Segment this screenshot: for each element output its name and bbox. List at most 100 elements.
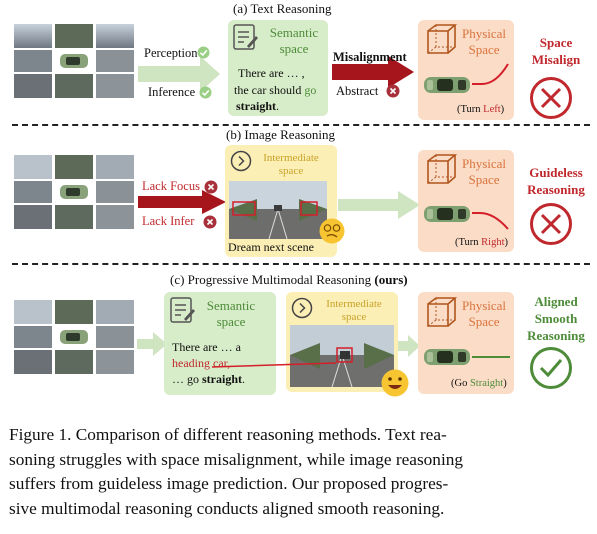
cube-icon <box>422 153 458 192</box>
turn-label-a-direction: Left <box>483 104 501 115</box>
semantic-title-c-line-2: space <box>216 314 246 329</box>
semantic-text-c1: There are … a <box>172 340 241 354</box>
verdict-a-line-2: Misalign <box>531 52 581 67</box>
turn-right-trajectory <box>472 212 509 230</box>
physical-title-b: Physical Space <box>456 156 512 188</box>
semantic-text-c3-bold: straight <box>202 372 242 386</box>
semantic-text-a1: There are … , <box>238 66 305 80</box>
row-c-title-text: (c) Progressive Multimodal Reasoning <box>170 272 375 287</box>
camera-grid-image <box>14 24 134 98</box>
caption-line-3: suffers from guideless image prediction.… <box>9 474 449 493</box>
car-icon <box>423 346 473 373</box>
lack-focus-label: Lack Focus <box>142 179 200 193</box>
semantic-text-c3-period: . <box>242 372 245 386</box>
physical-title-b-line-1: Physical <box>461 156 507 171</box>
flow-arrow-c2 <box>398 335 420 357</box>
semantic-space-panel-c <box>164 292 276 395</box>
check-icon <box>199 86 212 104</box>
turn-label-b-direction: Right <box>481 237 505 248</box>
turn-label-b: (Turn Right) <box>455 237 509 249</box>
semantic-title: Semantic space <box>262 25 326 57</box>
divider-1 <box>12 124 590 126</box>
flow-arrow-a1 <box>138 56 220 92</box>
turn-label-a-prefix: (Turn <box>457 104 484 115</box>
cross-icon <box>204 180 218 199</box>
document-edit-icon <box>170 297 196 330</box>
physical-space-panel-b <box>418 150 514 252</box>
camera-grid-a <box>14 24 134 98</box>
intermediate-title-b-line-1: Intermediate <box>263 152 319 164</box>
check-icon <box>197 46 210 64</box>
verdict-c-line-2: Smooth <box>534 311 578 326</box>
turn-label-a-suffix: ) <box>500 104 505 115</box>
cross-icon <box>203 215 217 234</box>
semantic-title-c-line-1: Semantic <box>206 298 256 313</box>
verdict-b-line-1: Guideless <box>529 165 583 180</box>
turn-left-trajectory <box>472 63 509 85</box>
cube-icon <box>422 296 458 335</box>
physical-title-c: Physical Space <box>456 298 512 330</box>
semantic-text-a3-bold: straight <box>236 99 276 113</box>
check-circle-icon <box>529 346 573 395</box>
intermediate-title-c: Intermediate space <box>316 298 392 324</box>
physical-space-panel-c <box>418 292 514 394</box>
caption-line-4: sive multimodal reasoning conducts align… <box>9 498 445 518</box>
semantic-text-c2: heading car, <box>172 356 231 370</box>
abstract-label: Abstract <box>336 84 379 98</box>
verdict-c-line-3: Reasoning <box>527 328 585 343</box>
lack-infer-label: Lack Infer <box>142 214 195 228</box>
physical-title-a-line-1: Physical <box>461 26 507 41</box>
verdict-a: Space Misalign <box>518 34 594 68</box>
row-b-title: (b) Image Reasoning <box>226 127 336 142</box>
semantic-title-line-2: space <box>279 41 309 56</box>
semantic-text-a2: the car should go <box>234 84 316 96</box>
row-c-title-ours: (ours) <box>374 272 408 287</box>
cross-icon <box>386 84 400 103</box>
physical-title-a: Physical Space <box>456 26 512 58</box>
flow-arrow-b <box>338 191 420 219</box>
verdict-a-line-1: Space <box>539 35 573 50</box>
semantic-text-c3: … go straight. <box>172 373 245 385</box>
intermediate-scene-image <box>290 325 394 388</box>
intermediate-title-c-line-2: space <box>341 311 367 323</box>
semantic-space-panel-a <box>228 20 328 116</box>
semantic-text-a3: straight. <box>236 100 279 112</box>
car-icon <box>423 203 473 230</box>
physical-title-c-line-1: Physical <box>461 298 507 313</box>
misalignment-label: Misalignment <box>333 50 407 64</box>
semantic-text-a2-plain: the car should <box>234 83 305 97</box>
go-label-direction: Straight <box>469 378 504 389</box>
cross-circle-icon <box>529 202 573 251</box>
divider-2 <box>12 263 590 265</box>
physical-title-b-line-2: Space <box>468 172 500 187</box>
verdict-c-line-1: Aligned <box>534 294 578 309</box>
turn-label-b-prefix: (Turn <box>455 237 482 248</box>
physical-title-c-line-2: Space <box>468 314 500 329</box>
flow-arrow-c1 <box>137 332 167 356</box>
inference-label: Inference <box>148 85 196 99</box>
camera-grid-b <box>14 155 134 229</box>
semantic-text-a2-go: go <box>304 83 317 97</box>
go-straight-label: (Go Straight) <box>451 378 507 390</box>
verdict-c: Aligned Smooth Reasoning <box>516 293 596 344</box>
intermediate-title-b-line-2: space <box>278 165 304 177</box>
figure-caption: Figure 1. Comparison of different reason… <box>9 423 589 521</box>
turn-label-b-suffix: ) <box>504 237 509 248</box>
semantic-text-a3-period: . <box>276 99 279 113</box>
camera-grid-image <box>14 300 134 374</box>
cross-circle-icon <box>529 76 573 125</box>
chevron-circle-icon <box>291 297 313 324</box>
camera-grid-c <box>14 300 134 374</box>
verdict-b-line-2: Reasoning <box>527 182 585 197</box>
turn-label-a: (Turn Left) <box>457 104 505 116</box>
physical-space-panel-a <box>418 20 514 120</box>
intermediate-title-c-line-1: Intermediate <box>326 298 382 310</box>
red-pointer-line <box>210 357 338 375</box>
cube-icon <box>422 23 458 62</box>
dizzy-face-icon <box>318 217 346 250</box>
intermediate-title-b: Intermediate space <box>254 152 328 178</box>
row-a-title: (a) Text Reasoning <box>233 1 332 16</box>
perception-label: Perception <box>144 46 198 60</box>
straight-trajectory <box>472 356 510 358</box>
chevron-circle-icon <box>230 150 252 177</box>
